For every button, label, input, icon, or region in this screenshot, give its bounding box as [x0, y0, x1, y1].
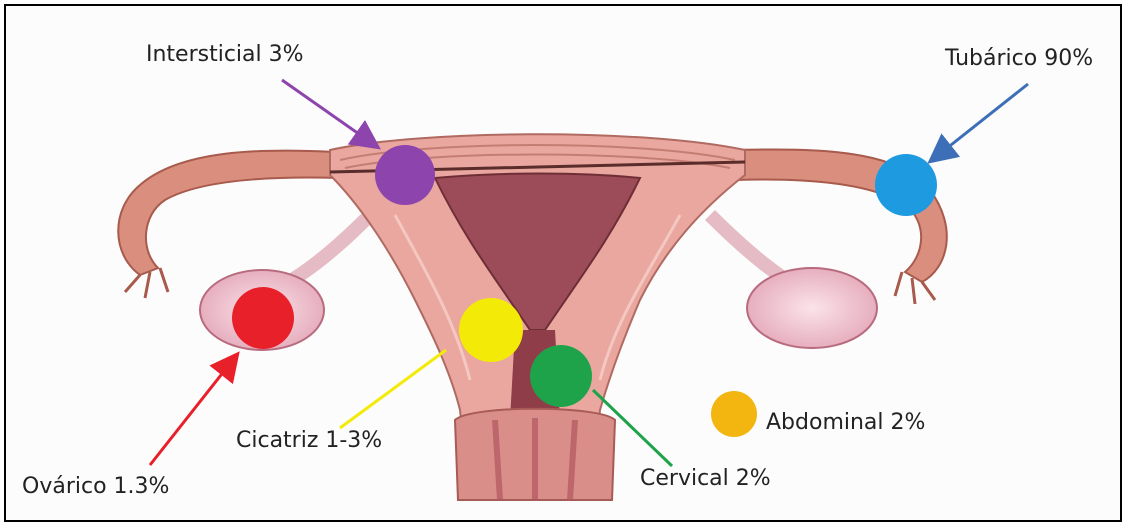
ovarico-arrow — [150, 356, 236, 465]
tubarico-label: Tubárico 90% — [945, 46, 1093, 71]
intersticial-dot — [375, 145, 435, 205]
left-fallopian-tube — [118, 151, 340, 275]
cervical-dot — [530, 345, 592, 407]
abdominal-label: Abdominal 2% — [766, 410, 925, 435]
ovarico-dot — [232, 287, 294, 349]
abdominal-dot — [711, 391, 757, 437]
cicatriz-label: Cicatriz 1-3% — [236, 428, 382, 453]
ovarico-label: Ovárico 1.3% — [22, 474, 169, 499]
right-ovary — [747, 268, 877, 348]
intersticial-arrow — [282, 80, 376, 146]
intersticial-label: Intersticial 3% — [146, 42, 304, 67]
tubarico-dot — [875, 154, 937, 216]
cicatriz-dot — [459, 298, 523, 362]
cicatriz-pointer — [340, 350, 446, 428]
tubarico-arrow — [932, 84, 1028, 160]
cervical-label: Cervical 2% — [640, 466, 771, 491]
